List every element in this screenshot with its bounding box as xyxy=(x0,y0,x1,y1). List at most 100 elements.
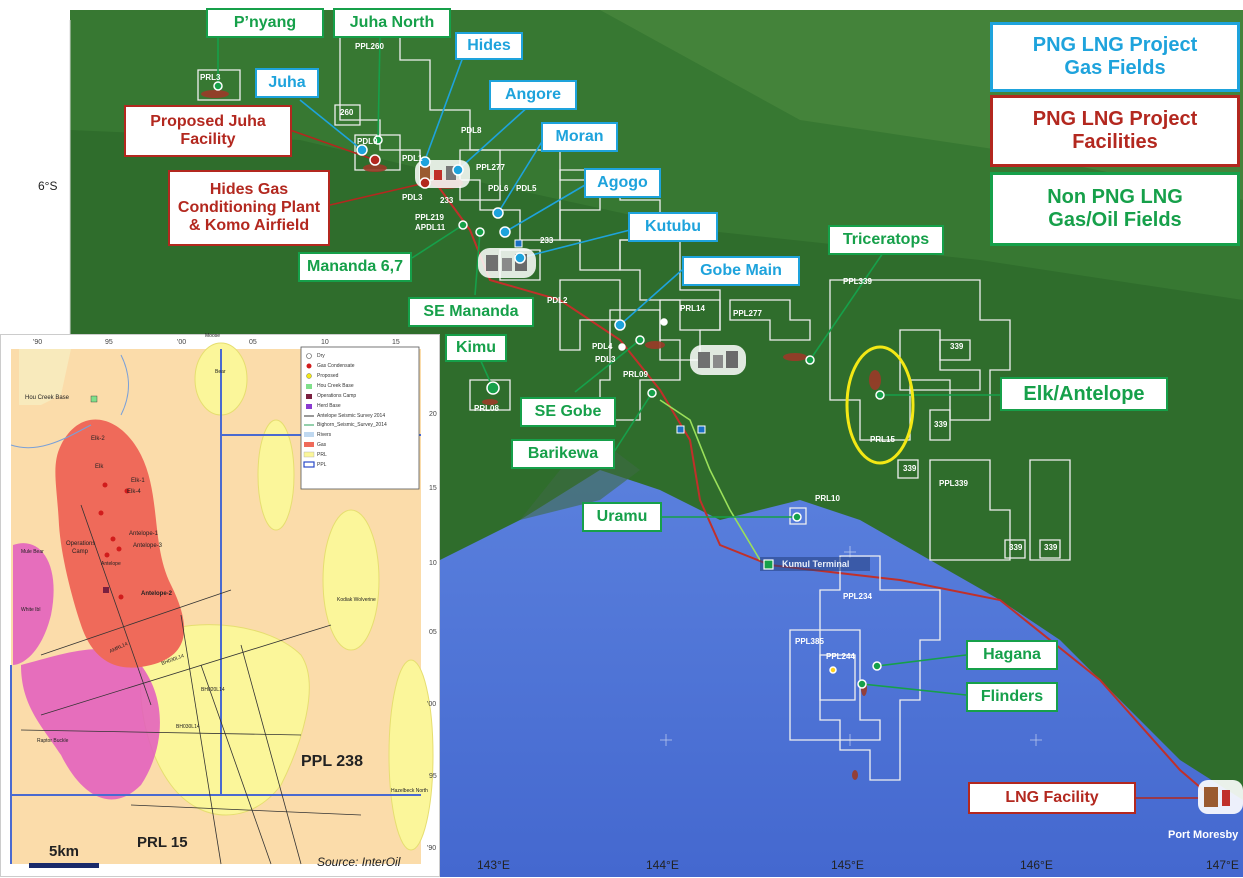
inset-top-tick-00: '00 xyxy=(177,339,187,346)
licence-label-ppl385: PPL385 xyxy=(795,637,824,646)
label-se-mananda: SE Mananda xyxy=(408,297,534,327)
inset-right-tick-90: '90 xyxy=(427,845,437,852)
inset-scale-label: 5km xyxy=(49,843,80,860)
label-mananda-6-7: Mananda 6,7 xyxy=(298,252,412,282)
licence-label-pdl4: PDL4 xyxy=(592,342,613,351)
inset-right-tick-00: '00 xyxy=(427,701,437,708)
inset-operations-camp-1: Operations xyxy=(66,541,96,547)
label-se-gobe: SE Gobe xyxy=(520,397,616,427)
legend-png-lng-gas-fields: PNG LNG Project Gas Fields xyxy=(990,22,1240,92)
inset-right-tick-10: 10 xyxy=(429,560,437,567)
licence-label-ppl234: PPL234 xyxy=(843,592,872,601)
legend-non-png-lng-fields: Non PNG LNG Gas/Oil Fields xyxy=(990,172,1240,246)
pipeline-route xyxy=(429,174,1216,801)
inset-line-bh030l14-b: BH030L14 xyxy=(176,724,200,730)
licence-label-pdl3a: PDL3 xyxy=(402,193,423,202)
inset-right-tick-20: 20 xyxy=(429,411,437,418)
kumul-terminal-marker xyxy=(763,559,774,570)
licence-label-ppl277a: PPL277 xyxy=(476,163,505,172)
inset-legend-prl: PRL xyxy=(317,452,327,458)
licence-label-prl09: PRL09 xyxy=(623,370,648,379)
legend-non-png-line1: Non PNG LNG xyxy=(1047,186,1183,208)
licence-label-260: 260 xyxy=(340,108,354,117)
legend-gas-fields-line1: PNG LNG Project xyxy=(1032,34,1198,56)
label-lng-facility: LNG Facility xyxy=(968,782,1136,814)
hides-plant-line3: & Komo Airfield xyxy=(188,216,310,234)
inset-legend-hou-creek-base: Hou Creek Base xyxy=(317,383,354,389)
longitude-147-label: 147°E xyxy=(1206,858,1239,872)
licence-label-ppl219: PPL219 xyxy=(415,213,444,222)
inset-prl15-label: PRL 15 xyxy=(137,834,188,851)
gulf-of-papua xyxy=(440,470,1243,877)
port-moresby-label: Port Moresby xyxy=(1168,829,1239,841)
label-proposed-juha-facility: Proposed Juha Facility xyxy=(124,105,292,157)
inset-place-white-ibl: White Ibl xyxy=(21,607,41,613)
licence-label-prl14: PRL14 xyxy=(680,304,705,313)
inset-place-hazelbeck-north: Hazelbeck North xyxy=(391,788,428,794)
licence-label-pdl6: PDL6 xyxy=(488,184,509,193)
label-flinders: Flinders xyxy=(966,682,1058,712)
facility-icon-kutubu xyxy=(478,248,536,278)
elk-antelope-highlight xyxy=(845,345,915,465)
inset-well-antelope-2: Antelope-2 xyxy=(141,591,173,597)
inset-legend-ppl: PPL xyxy=(317,462,327,468)
label-hagana: Hagana xyxy=(966,640,1058,670)
inset-well-elk-4: Elk-4 xyxy=(127,489,141,495)
licence-label-apdl11: APDL11 xyxy=(415,223,446,232)
legend-non-png-line2: Gas/Oil Fields xyxy=(1048,209,1182,231)
legend-facilities-line2: Facilities xyxy=(1072,131,1158,153)
inset-right-tick-05: 05 xyxy=(429,629,437,636)
inset-operations-camp-2: Camp xyxy=(72,549,89,555)
inset-legend-gas: Gas xyxy=(317,442,327,448)
longitude-143-label: 143°E xyxy=(477,858,510,872)
licence-label-ppl339b: PPL339 xyxy=(939,479,968,488)
inset-legend-bighorn-seismic: Bighorn_Seismic_Survey_2014 xyxy=(317,422,387,428)
inset-ppl238-label: PPL 238 xyxy=(301,753,363,770)
inset-legend-gas-condensate: Gas Condensate xyxy=(317,363,355,369)
longitude-144-label: 144°E xyxy=(646,858,679,872)
inset-well-elk-1: Elk-1 xyxy=(131,478,145,484)
inset-legend-dry: Dry xyxy=(317,353,325,359)
label-juha: Juha xyxy=(255,68,319,98)
inset-hou-creek-base: Hou Creek Base xyxy=(25,395,70,401)
label-angore: Angore xyxy=(489,80,577,110)
longitude-146-label: 146°E xyxy=(1020,858,1053,872)
inset-top-tick-10: 10 xyxy=(321,339,329,346)
licence-label-339a: 339 xyxy=(950,342,964,351)
label-elk-antelope: Elk/Antelope xyxy=(1000,377,1168,411)
inset-legend-herd-base: Herd Base xyxy=(317,403,341,409)
inset-place-kodiak-wolverine: Kodiak Wolverine xyxy=(337,597,376,603)
licence-label-ppl260: PPL260 xyxy=(355,42,384,51)
inset-place-bear: Bear xyxy=(215,369,226,375)
inset-legend-antelope-seismic: Antelope Seismic Survey 2014 xyxy=(317,413,386,419)
licence-label-pdl5: PDL5 xyxy=(516,184,537,193)
licence-label-233a: 233 xyxy=(440,196,454,205)
inset-well-antelope: Antelope xyxy=(101,561,121,567)
inset-place-elk: Elk xyxy=(95,464,104,470)
licence-label-339b: 339 xyxy=(934,420,948,429)
longitude-145-label: 145°E xyxy=(831,858,864,872)
label-moran: Moran xyxy=(541,122,618,152)
licence-label-pdl3b: PDL3 xyxy=(595,355,616,364)
label-agogo: Agogo xyxy=(584,168,661,198)
inset-top-tick-15: 15 xyxy=(392,339,400,346)
proposed-juha-line1: Proposed Juha xyxy=(150,113,266,131)
inset-well-antelope-1: Antelope-1 xyxy=(129,531,159,537)
label-hides: Hides xyxy=(455,32,523,60)
inset-right-tick-15: 15 xyxy=(429,485,437,492)
label-triceratops: Triceratops xyxy=(828,225,944,255)
leader-lines xyxy=(217,36,1200,799)
facility-icon-lng xyxy=(1198,780,1243,814)
proposed-juha-line2: Facility xyxy=(180,131,236,148)
inset-well-antelope-3: Antelope-3 xyxy=(133,543,163,549)
licence-label-prl15: PRL15 xyxy=(870,435,895,444)
field-markers xyxy=(213,81,885,689)
label-pnyang: P’nyang xyxy=(206,8,324,38)
licence-label-pdl8: PDL8 xyxy=(461,126,482,135)
licence-label-233b: 233 xyxy=(540,236,554,245)
licence-label-pdl1: PDL1 xyxy=(402,154,423,163)
facility-icon-gobe xyxy=(690,345,746,375)
licence-label-prl08: PRL08 xyxy=(474,404,499,413)
label-juha-north: Juha North xyxy=(333,8,451,38)
oil-pipeline xyxy=(659,399,761,561)
